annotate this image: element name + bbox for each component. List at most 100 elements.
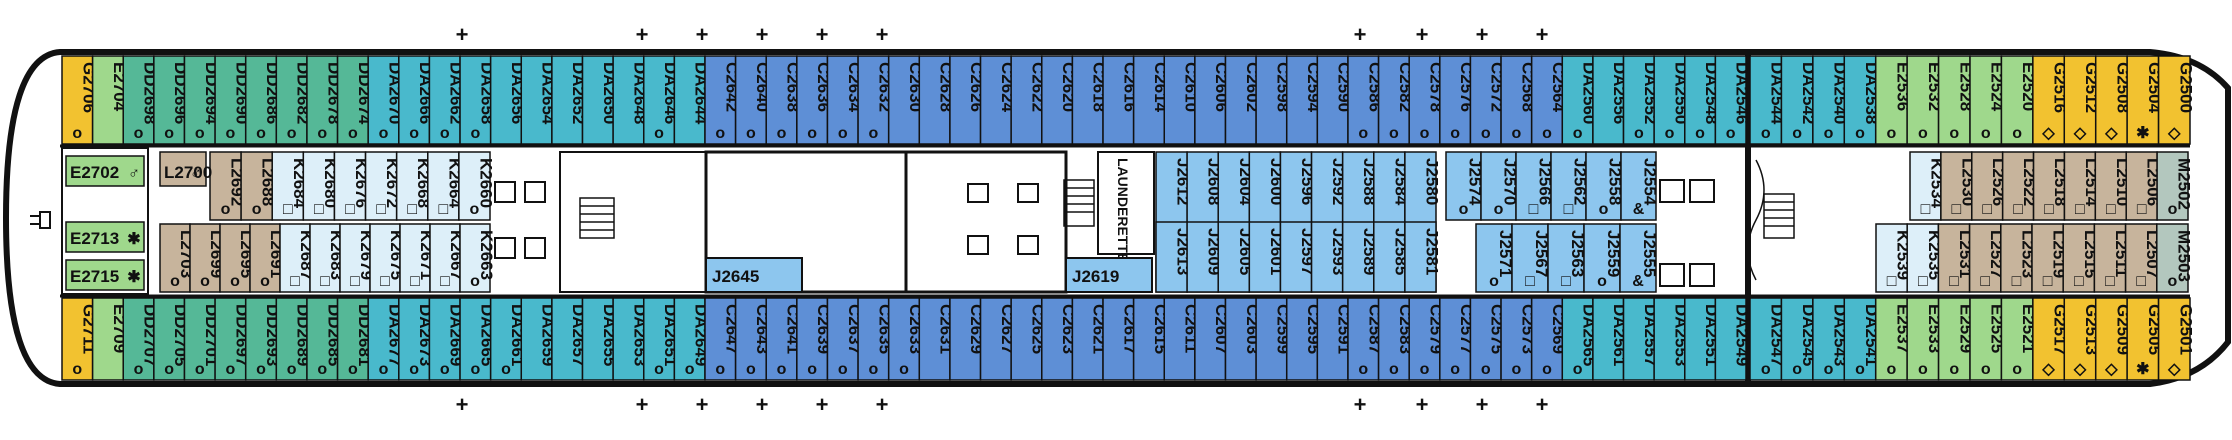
cabin-feature-icon: o — [1420, 361, 1430, 378]
cabin-feature-icon: o — [409, 361, 419, 378]
cabin-j2566[interactable]: J2566□ — [1515, 151, 1555, 221]
cabin-g2512[interactable]: G2512◇ — [2063, 55, 2101, 145]
cabin-c2622[interactable]: C2622 — [1010, 55, 1047, 145]
cabin-feature-icon: o — [1494, 201, 1504, 218]
cabin-l2519[interactable]: L2519□ — [2031, 223, 2069, 293]
cabin-feature-icon: o — [1824, 361, 1834, 378]
cabin-c2615[interactable]: C2615 — [1132, 297, 1170, 381]
cabin-da2656[interactable]: DA2656 — [489, 55, 527, 145]
cabin-feature-icon: o — [1887, 125, 1897, 142]
cabin-da2549[interactable]: DA2549 — [1714, 297, 1752, 381]
cabin-feature-icon: o — [1695, 125, 1705, 142]
cabin-feature-icon: o — [72, 125, 82, 142]
cabin-da2655[interactable]: DA2655 — [581, 297, 619, 381]
j2645-label: J2645 — [712, 267, 759, 286]
cabin-j2562[interactable]: J2562□ — [1550, 151, 1590, 221]
cabin-e2713[interactable]: E2713 ✱ — [65, 221, 145, 253]
cabin-feature-icon: o — [440, 361, 450, 378]
cabin-k2680[interactable]: K2680□ — [302, 151, 340, 221]
cabin-feature-icon: o — [348, 125, 358, 142]
cabin-label: J2580 — [1422, 158, 1441, 205]
cabin-l2522[interactable]: L2522□ — [2001, 151, 2039, 221]
cabin-g2500[interactable]: G2500◇ — [2157, 55, 2196, 145]
cabin-feature-icon: □ — [1525, 273, 1535, 290]
cabin-feature-icon: o — [470, 273, 480, 290]
cabin-l2700[interactable]: L2700♂ — [159, 151, 212, 187]
cabin-feature-icon: o — [715, 361, 725, 378]
lifeboat-marker-top-0: + — [456, 22, 469, 47]
cabin-j2554[interactable]: J2554& — [1620, 151, 1660, 221]
cabin-feature-icon: □ — [438, 201, 448, 218]
cabin-label: G2500 — [2176, 62, 2195, 113]
cabin-e2702[interactable]: E2702♂ — [65, 155, 145, 187]
cabin-j2581[interactable]: J2581 — [1404, 221, 1442, 293]
cabin-feature-icon: □ — [1918, 273, 1928, 290]
cabin-j2563[interactable]: J2563□ — [1547, 223, 1587, 293]
j2645-room[interactable] — [705, 257, 803, 293]
j2619-room[interactable] — [1065, 257, 1153, 293]
cabin-e2715[interactable]: E2715✱ — [65, 259, 145, 291]
cabin-feature-icon: & — [1632, 273, 1644, 290]
elevator-bank-aft — [494, 181, 546, 259]
cabin-feature-icon: o — [1918, 125, 1928, 142]
cabin-g2509[interactable]: G2509◇ — [2094, 297, 2133, 381]
cabin-feature-icon: ✱ — [127, 231, 140, 248]
cabin-j2567[interactable]: J2567□ — [1511, 223, 1551, 293]
cabin-l2531[interactable]: L2531□ — [1937, 223, 1975, 293]
cabin-c2626[interactable]: C2626 — [949, 55, 986, 145]
cabin-feature-icon: ◇ — [2104, 125, 2118, 142]
cabin-c2606[interactable]: C2606 — [1194, 55, 1231, 145]
cabin-label: DA2549 — [1733, 304, 1752, 366]
cabin-label: J2570 — [1501, 158, 1520, 205]
lifeboat-marker-bottom-4: + — [816, 392, 829, 417]
cabin-feature-icon: ◇ — [2073, 125, 2087, 142]
cabin-c2629[interactable]: C2629 — [949, 297, 986, 381]
lifeboat-marker-top-6: + — [1354, 22, 1367, 47]
cabin-g2501[interactable]: G2501◇ — [2157, 297, 2196, 381]
cabin-feature-icon: o — [317, 361, 327, 378]
lifeboat-marker-top-3: + — [756, 22, 769, 47]
cabin-da2653[interactable]: DA2653 — [612, 297, 649, 381]
cabin-label: E2713 — [70, 229, 119, 248]
cabin-feature-icon: o — [164, 361, 174, 378]
cabin-l2511[interactable]: L2511□ — [2093, 223, 2131, 293]
cabin-c2611[interactable]: C2611 — [1163, 297, 1201, 381]
cabin-c2618[interactable]: C2618 — [1071, 55, 1109, 145]
cabin-j2555[interactable]: J2555& — [1619, 223, 1659, 293]
cabin-feature-icon: o — [1824, 125, 1834, 142]
cabin-feature-icon: o — [226, 361, 236, 378]
cabin-label: J2581 — [1422, 228, 1441, 275]
cabin-feature-icon: o — [899, 361, 909, 378]
cabin-feature-icon: o — [256, 361, 266, 378]
